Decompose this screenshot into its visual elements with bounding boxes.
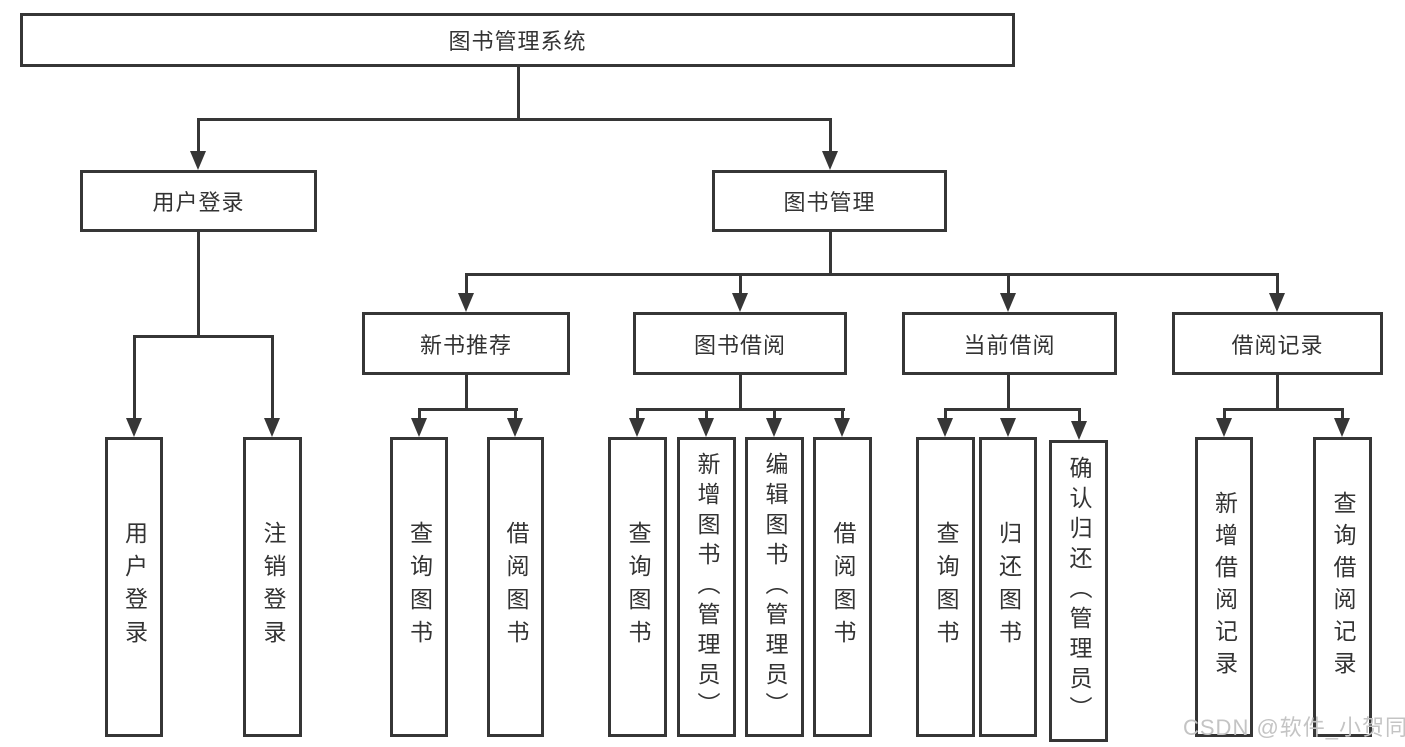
connector-arrow	[698, 418, 714, 437]
connector-arrow	[629, 418, 645, 437]
leaf-logout: 注销登录	[243, 437, 302, 737]
connector-arrow	[264, 418, 280, 437]
connector-arrow	[937, 418, 953, 437]
connector-arrow	[1216, 418, 1232, 437]
leaf-label: 查询图书	[406, 521, 433, 653]
node-user-login: 用户登录	[80, 170, 317, 232]
connector-line	[705, 408, 708, 421]
connector-arrow	[1269, 293, 1285, 312]
leaf-query-books-borrowing: 查询图书	[608, 437, 667, 737]
csdn-watermark: CSDN @软件_小贺同学	[1183, 715, 1405, 740]
leaf-label: 新增借阅记录	[1211, 491, 1238, 683]
leaf-add-borrow-record: 新增借阅记录	[1195, 437, 1253, 737]
connector-line	[133, 335, 274, 338]
leaf-label: 查询借阅记录	[1330, 491, 1356, 683]
node-label: 新书推荐	[419, 332, 512, 358]
connector-line	[517, 67, 520, 121]
leaf-label: 新增图书（管理员）	[694, 452, 720, 722]
connector-arrow	[834, 418, 850, 437]
connector-arrow	[1071, 421, 1087, 440]
connector-line	[739, 375, 742, 411]
connector-line	[636, 408, 639, 421]
node-label: 图书管理系统	[448, 29, 587, 54]
leaf-label: 用户登录	[121, 521, 148, 653]
connector-line	[197, 232, 200, 338]
node-library-management-system: 图书管理系统	[20, 13, 1015, 67]
connector-arrow	[766, 418, 782, 437]
connector-line	[1007, 273, 1010, 296]
connector-line	[133, 335, 136, 421]
connector-line	[1341, 408, 1344, 421]
connector-line	[465, 375, 468, 411]
node-label: 图书借阅	[693, 332, 786, 358]
connector-line	[1276, 273, 1279, 296]
leaf-query-books-current: 查询图书	[916, 437, 975, 737]
connector-line	[197, 118, 200, 154]
connector-line	[1276, 375, 1279, 411]
connector-arrow	[190, 151, 206, 170]
node-label: 图书管理	[783, 190, 876, 215]
connector-arrow	[732, 293, 748, 312]
leaf-borrow-books: 借阅图书	[813, 437, 872, 737]
leaf-return-books: 归还图书	[979, 437, 1037, 737]
connector-arrow	[126, 418, 142, 437]
connector-line	[271, 335, 274, 421]
connector-line	[465, 273, 1279, 276]
connector-line	[418, 408, 421, 421]
connector-line	[1007, 375, 1010, 411]
connector-arrow	[1000, 418, 1016, 437]
leaf-label: 注销登录	[260, 521, 286, 653]
leaf-label: 编辑图书（管理员）	[762, 452, 788, 722]
leaf-label: 查询图书	[625, 521, 651, 653]
connector-line	[739, 273, 742, 296]
node-label: 当前借阅	[963, 332, 1056, 358]
connector-line	[1078, 408, 1081, 421]
node-book-borrowing: 图书借阅	[633, 312, 847, 375]
leaf-label: 借阅图书	[830, 521, 856, 653]
node-label: 借阅记录	[1231, 332, 1324, 358]
connector-line	[773, 408, 776, 421]
connector-line	[841, 408, 844, 421]
leaf-confirm-return-admin: 确认归还（管理员）	[1049, 440, 1108, 742]
connector-line	[1223, 408, 1344, 411]
connector-line	[197, 118, 832, 121]
connector-line	[829, 118, 832, 154]
connector-arrow	[1000, 293, 1016, 312]
node-new-book-recommend: 新书推荐	[362, 312, 570, 375]
node-current-borrowing: 当前借阅	[902, 312, 1117, 375]
node-label: 用户登录	[152, 190, 245, 215]
connector-arrow	[507, 418, 523, 437]
connector-line	[944, 408, 1081, 411]
connector-line	[465, 273, 468, 296]
connector-arrow	[822, 151, 838, 170]
leaf-label: 确认归还（管理员）	[1066, 456, 1092, 726]
connector-line	[514, 408, 517, 421]
leaf-borrow-books-recommend: 借阅图书	[487, 437, 544, 737]
leaf-label: 借阅图书	[503, 521, 529, 653]
leaf-query-books-recommend: 查询图书	[390, 437, 448, 737]
connector-line	[944, 408, 947, 421]
connector-arrow	[1334, 418, 1350, 437]
leaf-edit-book-admin: 编辑图书（管理员）	[745, 437, 804, 737]
connector-line	[829, 232, 832, 276]
leaf-user-login: 用户登录	[105, 437, 163, 737]
connector-arrow	[458, 293, 474, 312]
connector-line	[418, 408, 518, 411]
node-borrowing-records: 借阅记录	[1172, 312, 1383, 375]
node-book-management: 图书管理	[712, 170, 947, 232]
leaf-label: 归还图书	[995, 521, 1022, 653]
connector-line	[1223, 408, 1226, 421]
connector-line	[636, 408, 845, 411]
leaf-label: 查询图书	[933, 521, 959, 653]
connector-arrow	[411, 418, 427, 437]
leaf-add-book-admin: 新增图书（管理员）	[677, 437, 736, 737]
leaf-query-borrow-record: 查询借阅记录	[1313, 437, 1372, 737]
